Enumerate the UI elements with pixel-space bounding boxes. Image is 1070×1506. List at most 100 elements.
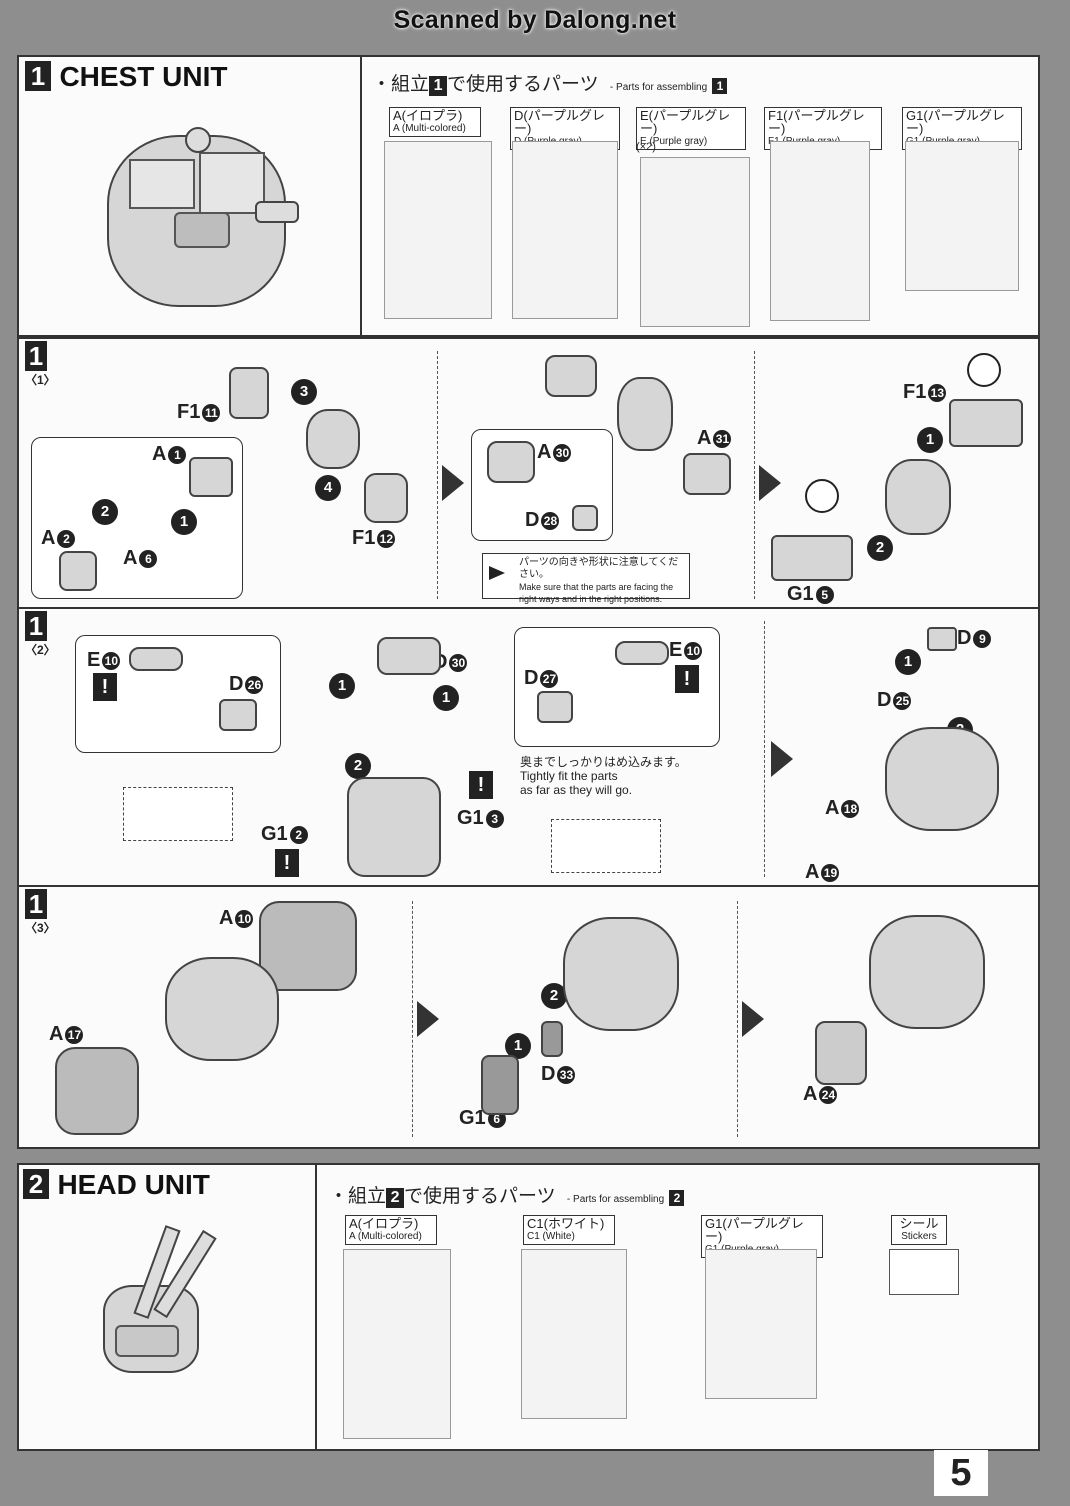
runner-label-e: E(パープルグレー)E (Purple gray) [636, 107, 746, 150]
runner-a-en: A (Multi-colored) [393, 123, 466, 134]
step-sub: 〈2〉 [25, 643, 56, 657]
sequence-number: 1 [171, 509, 197, 535]
part-shape [885, 459, 951, 535]
part-shape [815, 1021, 867, 1085]
step-sub: 〈1〉 [25, 373, 56, 387]
part-runner: A [537, 441, 552, 463]
runner-c1-image [521, 1249, 627, 1419]
step-number: 1 [25, 889, 47, 919]
part-shape [487, 441, 535, 483]
chest-unit-panel: 1 CHEST UNIT [17, 55, 362, 337]
stickers-jp: シール [899, 1216, 939, 1231]
parts-heading-en: - Parts for assembling [609, 82, 708, 93]
part-runner: E [669, 639, 683, 661]
part-shape [364, 473, 408, 523]
runner-label-f1: F1(パープルグレー)F1 (Purple gray) [764, 107, 882, 150]
part-runner: D [877, 689, 892, 711]
part-runner: A [825, 797, 840, 819]
divider [412, 901, 413, 1137]
step-sub: 〈3〉 [25, 921, 56, 935]
part-shape [869, 915, 985, 1029]
part-number: 1 [168, 445, 187, 464]
part-shape [347, 777, 441, 877]
part-shape [683, 453, 731, 495]
runner-d-image [512, 141, 618, 319]
part-number: 12 [377, 529, 396, 548]
no-cut-icon [967, 353, 1001, 387]
sequence-number: 1 [433, 685, 459, 711]
orientation-note: パーツの向きや形状に注意してください。 Make sure that the p… [482, 553, 690, 604]
part-number: 10 [684, 641, 703, 660]
part-runner: A [805, 861, 820, 883]
part-runner: D [957, 627, 972, 649]
runner-e-en: E (Purple gray) [640, 136, 708, 147]
runner-a-en: A (Multi-colored) [349, 1231, 422, 1242]
runner-g1-jp: G1(パープルグレー) [705, 1216, 804, 1244]
parts-heading-num: 1 [429, 76, 448, 96]
caution-icon: ! [275, 849, 299, 877]
runner-c1-jp: C1(ホワイト) [527, 1216, 605, 1231]
part-number: 13 [928, 383, 947, 402]
runner-f1-jp: F1(パープルグレー) [768, 108, 865, 136]
runner-a-image [384, 141, 492, 319]
scan-credit: Scanned by Dalong.net [393, 6, 677, 34]
part-shape [545, 355, 597, 397]
sequence-number: 2 [541, 983, 567, 1009]
section-title: 1 CHEST UNIT [25, 61, 227, 93]
sequence-number: 1 [505, 1033, 531, 1059]
page-number: 5 [934, 1450, 988, 1496]
section-number: 2 [23, 1169, 49, 1199]
part-shape [949, 399, 1023, 447]
part-number: 18 [841, 799, 860, 818]
part-shape [927, 627, 957, 651]
part-number: 6 [139, 549, 158, 568]
part-shape [306, 409, 360, 469]
part-number: 19 [821, 863, 840, 882]
note-jp: パーツの向きや形状に注意してください。 [519, 557, 679, 580]
step-1-2-panel: 1 〈2〉 E10 D26 D30 D27 E10 D9 D25 A18 A19… [17, 607, 1040, 887]
caution-icon: ! [93, 673, 117, 701]
caution-icon: ! [469, 771, 493, 799]
part-number: 28 [541, 511, 560, 530]
parts-heading-jp2: で使用するパーツ [404, 1186, 556, 1207]
part-runner: F1 [177, 401, 201, 423]
parts-heading-jp2: で使用するパーツ [447, 74, 599, 95]
divider [737, 901, 738, 1137]
runner-d-jp: D(パープルグレー) [514, 108, 605, 136]
part-runner: F1 [903, 381, 927, 403]
sequence-number: 1 [917, 427, 943, 453]
part-number: 25 [893, 691, 912, 710]
part-runner: A [49, 1023, 64, 1045]
runner-a-jp: A(イロプラ) [349, 1216, 419, 1231]
part-shape [259, 901, 357, 991]
runner-a-image [343, 1249, 451, 1439]
part-shape [165, 957, 279, 1061]
part-number: 33 [557, 1065, 576, 1084]
sequence-number: 2 [92, 499, 118, 525]
part-runner: G1 [457, 807, 484, 829]
section-title: 2 HEAD UNIT [23, 1169, 210, 1201]
runner-label-c1: C1(ホワイト)C1 (White) [523, 1215, 615, 1245]
step-1-3-marker: 1 〈3〉 [25, 889, 56, 936]
caution-icon: ! [675, 665, 699, 693]
runner-a-jp: A(イロプラ) [393, 108, 463, 123]
part-shape [572, 505, 598, 531]
